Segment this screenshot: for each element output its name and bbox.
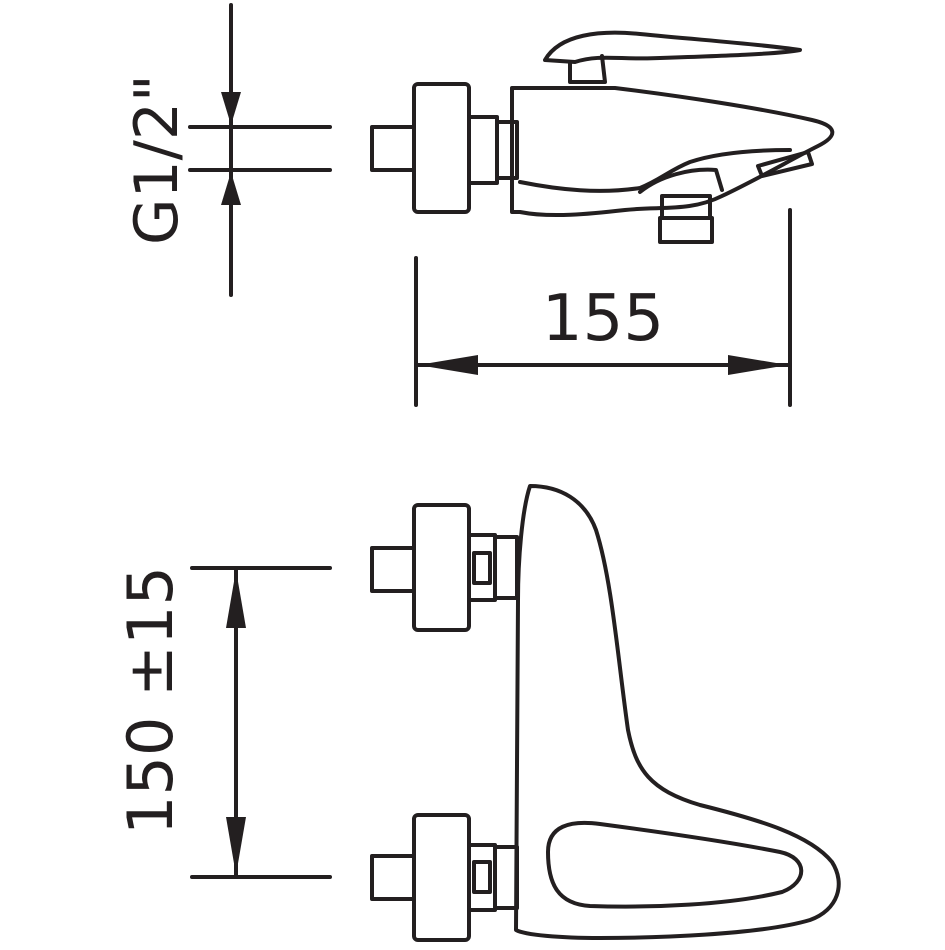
front-view: 150 ±15 <box>114 484 841 942</box>
mixer-body-outline <box>510 86 835 218</box>
mixer-body-top <box>510 30 835 244</box>
lower-escutcheon <box>412 813 471 942</box>
union-ring <box>495 120 519 180</box>
spacing-dim-arrow-down <box>226 817 246 875</box>
lever-handle <box>543 30 802 64</box>
spacing-dim-arrow-up <box>226 570 246 628</box>
top-view: G1/2" 155 <box>122 3 835 407</box>
spout-tip <box>756 150 814 178</box>
upper-union-hex <box>472 551 492 585</box>
lower-inlet-fitting <box>370 813 519 942</box>
lever-stem <box>568 54 607 84</box>
upper-union-ring <box>493 535 519 600</box>
upper-inlet-stub <box>370 546 416 593</box>
width-dim-arrow-right <box>728 355 788 375</box>
upper-escutcheon <box>412 503 471 632</box>
thread-size-label: G1/2" <box>122 74 192 245</box>
mixer-body-front-outline <box>514 484 841 940</box>
body-lower-contour <box>518 148 792 193</box>
width-label: 155 <box>542 282 664 356</box>
escutcheon-flange <box>412 82 471 214</box>
width-dim-arrow-left <box>418 355 478 375</box>
width-dimension: 155 <box>414 208 792 407</box>
inlet-fitting <box>370 82 519 214</box>
lower-union-ring <box>493 845 519 910</box>
spout-underside <box>638 167 724 194</box>
spacing-label: 150 ±15 <box>114 566 187 835</box>
upper-inlet-fitting <box>370 503 519 632</box>
spacing-dimension: 150 ±15 <box>114 566 332 879</box>
thread-dim-arrow-up <box>221 172 241 205</box>
spout-opening <box>546 820 804 909</box>
mixer-body-front <box>514 484 841 940</box>
union-nut <box>467 115 499 185</box>
thread-dimension: G1/2" <box>122 3 332 297</box>
lower-inlet-stub <box>370 854 416 901</box>
thread-dim-arrow-down <box>221 92 241 125</box>
lower-union-hex <box>472 860 492 894</box>
shower-outlet-nut <box>658 216 714 244</box>
inlet-stub <box>370 125 416 172</box>
